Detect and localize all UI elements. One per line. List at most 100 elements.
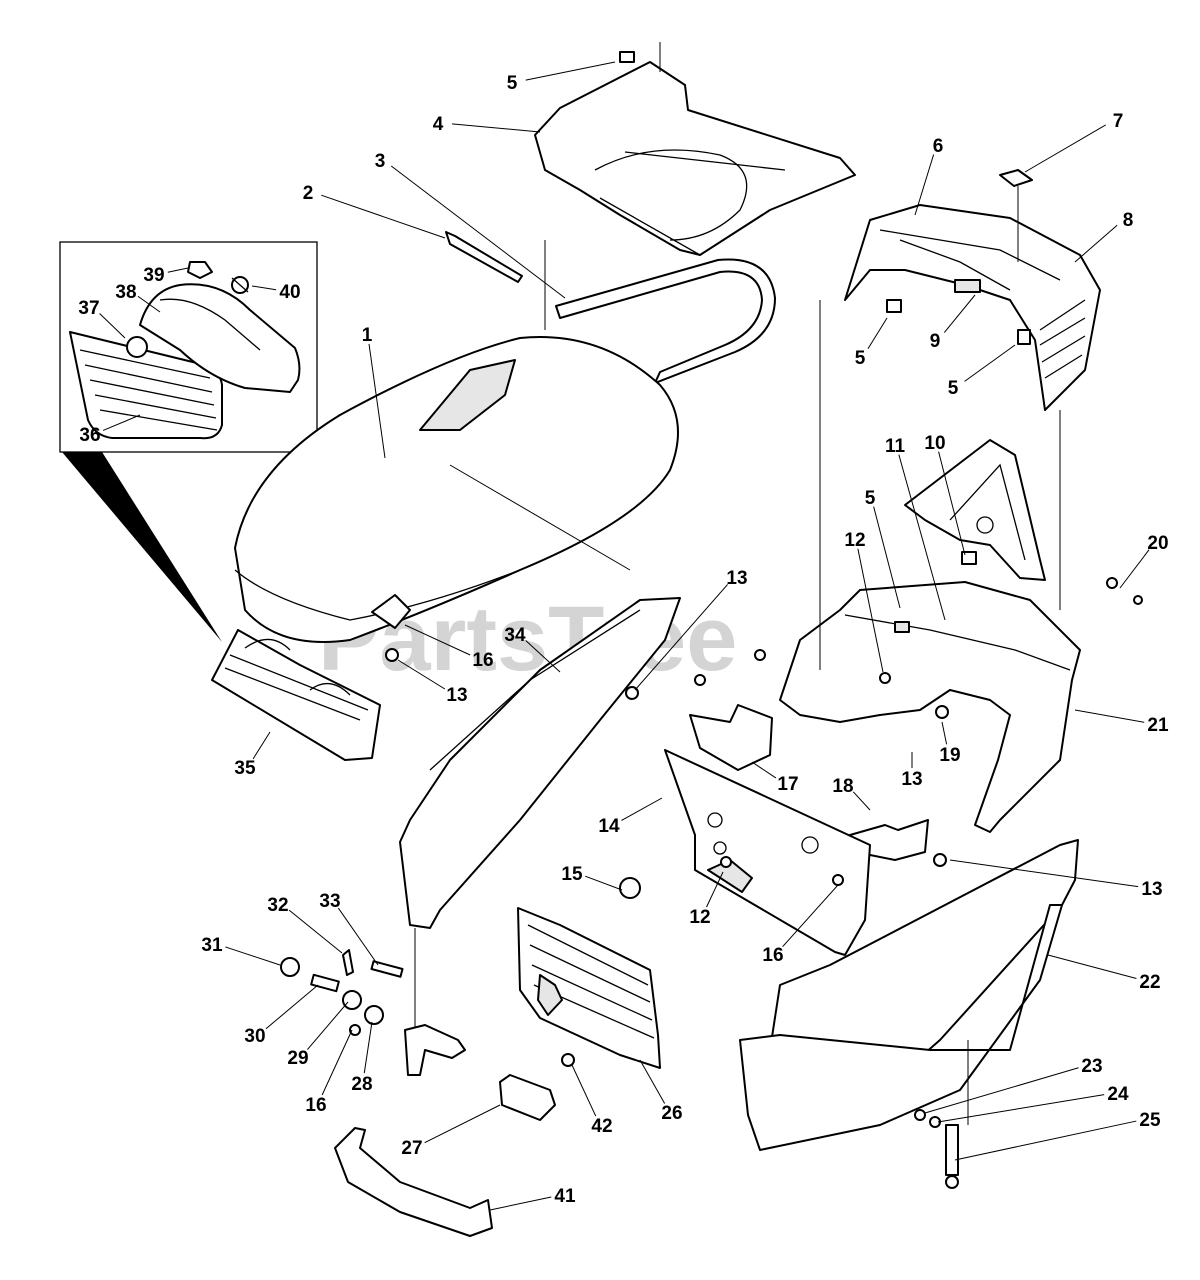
callout-c10: 10 <box>924 433 945 454</box>
leader-c9 <box>943 294 976 333</box>
callout-c40: 40 <box>279 282 300 303</box>
leader-c12b <box>706 871 724 908</box>
leader-c5d <box>873 506 901 609</box>
callout-c13d: 13 <box>1141 879 1162 900</box>
part-42-bolt <box>561 1053 575 1067</box>
part-35-headlight <box>211 629 381 761</box>
leader-c22 <box>1047 954 1137 980</box>
leader-c23 <box>924 1067 1079 1114</box>
leader-c15 <box>585 875 623 891</box>
leader-c34 <box>525 640 561 673</box>
callout-c16b: 16 <box>762 945 783 966</box>
leader-c42 <box>571 1064 597 1117</box>
part-28-spacer <box>364 1005 384 1025</box>
leader-c13a <box>634 584 728 691</box>
part-17-bracket <box>689 704 773 771</box>
callout-c18: 18 <box>832 776 853 797</box>
leader-c7 <box>1024 124 1107 173</box>
callout-c4: 4 <box>433 114 444 135</box>
leader-c25 <box>954 1120 1137 1161</box>
leader-c2 <box>321 194 446 239</box>
inset-pointer <box>62 452 222 642</box>
leader-c5b <box>867 317 888 350</box>
callout-c13a: 13 <box>726 568 747 589</box>
part-26-grille <box>517 907 661 1069</box>
callout-c5a: 5 <box>507 73 518 94</box>
part-16-washer-left <box>349 1024 361 1036</box>
leader-c14 <box>621 797 663 821</box>
callout-c21: 21 <box>1147 715 1169 736</box>
leader-c12a <box>857 548 884 673</box>
leader-c41 <box>489 1196 552 1211</box>
callout-c32: 32 <box>267 895 288 916</box>
leader-c32 <box>288 909 343 954</box>
part-37-bulb <box>126 336 148 358</box>
part-12-clip <box>720 856 732 868</box>
callout-c5d: 5 <box>865 488 876 509</box>
callout-c2: 2 <box>303 183 314 204</box>
part-1-hood <box>234 240 679 643</box>
part-32-pin <box>342 949 354 976</box>
part-11-grommet <box>961 551 977 565</box>
callout-c6: 6 <box>933 136 944 157</box>
callout-c22: 22 <box>1139 972 1160 993</box>
callout-c35: 35 <box>234 758 256 779</box>
leader-c18 <box>852 791 871 811</box>
leader-c6 <box>914 154 935 216</box>
part-19-washer <box>935 705 949 719</box>
callout-c33: 33 <box>319 891 340 912</box>
part-10-bracket <box>904 439 1046 581</box>
callout-c5b: 5 <box>855 348 866 369</box>
leader-c3 <box>390 165 566 299</box>
leader-c33 <box>337 907 379 966</box>
leader-c31 <box>225 946 281 966</box>
leader-c10 <box>938 451 966 556</box>
leader-c5c <box>964 344 1016 382</box>
part-34-side-panel <box>399 597 681 1040</box>
leader-c16c <box>321 1029 353 1096</box>
part-3-seal <box>555 258 776 384</box>
leader-c17 <box>751 761 777 779</box>
part-7-tab <box>999 169 1033 262</box>
leader-c1 <box>368 343 386 459</box>
callout-c26: 26 <box>661 1103 682 1124</box>
callout-c8: 8 <box>1123 210 1134 231</box>
part-36-grille <box>69 331 223 440</box>
leader-c37 <box>99 313 126 339</box>
callout-c38: 38 <box>115 282 136 303</box>
leader-c35 <box>252 731 271 760</box>
leader-c39 <box>167 267 189 273</box>
leader-c11 <box>898 454 946 621</box>
leader-c16a <box>404 624 471 656</box>
callout-c41: 41 <box>554 1186 576 1207</box>
callout-c24: 24 <box>1107 1084 1129 1105</box>
leader-c30 <box>265 984 319 1030</box>
part-16-washer-plate <box>832 874 844 886</box>
part-30-bolt <box>310 973 340 993</box>
callout-c3: 3 <box>375 151 386 172</box>
callout-c14: 14 <box>598 816 620 837</box>
callout-c39: 39 <box>143 265 164 286</box>
part-15-grommet <box>619 877 641 899</box>
part-31-nut <box>280 957 300 977</box>
callout-c16c: 16 <box>305 1095 326 1116</box>
callout-c16a: 16 <box>472 650 493 671</box>
leader-c13b <box>397 659 446 690</box>
callout-c13b: 13 <box>446 685 467 706</box>
part-29-spacer <box>342 990 362 1010</box>
part-38-housing <box>139 283 301 393</box>
part-14-plate <box>664 749 871 956</box>
part-25-latch <box>945 1124 959 1189</box>
leader-c36 <box>102 414 141 431</box>
part-5-nut-mid <box>886 299 902 313</box>
callout-c34: 34 <box>504 625 526 646</box>
part-4-dash-panel <box>534 42 856 256</box>
callout-c37: 37 <box>78 298 99 319</box>
callout-c13c: 13 <box>901 769 922 790</box>
callout-c30: 30 <box>244 1026 265 1047</box>
leader-c21 <box>1074 709 1145 723</box>
callout-c20: 20 <box>1147 533 1168 554</box>
callout-c31: 31 <box>201 935 223 956</box>
